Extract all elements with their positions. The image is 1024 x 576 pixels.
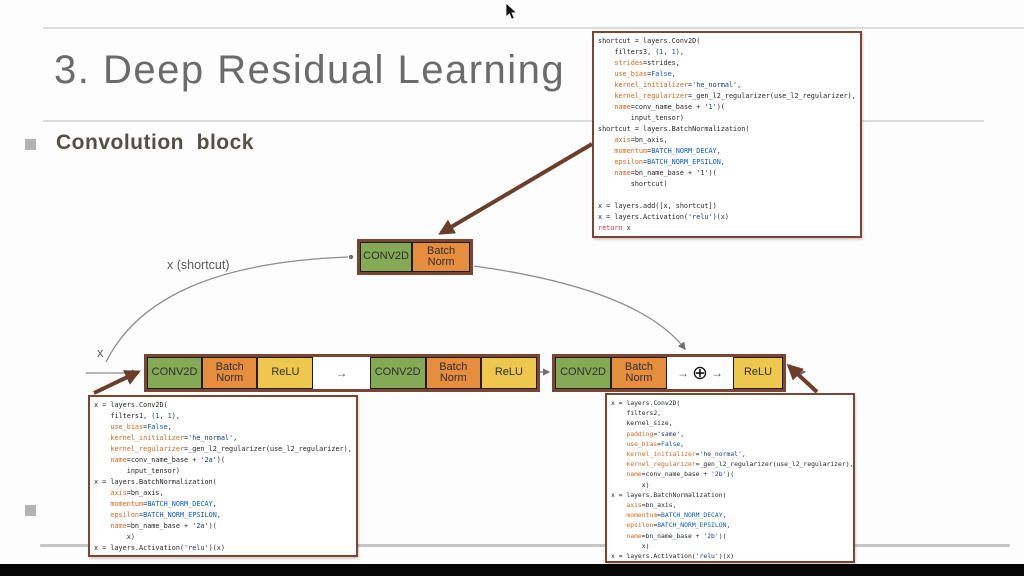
- batchnorm-block-1: Batch Norm: [202, 357, 258, 389]
- flow-arrow-icon: →: [677, 365, 690, 380]
- conv2d-block-2: CONV2D: [369, 357, 426, 389]
- main-block-group-2: CONV2D Batch Norm → ⊕ → ReLU: [552, 354, 786, 392]
- main-block-group-1: CONV2D Batch Norm ReLU → CONV2D Batch No…: [144, 354, 540, 392]
- relu-block-1: ReLU: [257, 357, 314, 389]
- shortcut-path-label: x (shortcut): [167, 258, 230, 272]
- bullet-square-icon-2: [25, 505, 36, 516]
- flow-arrow-icon: →: [335, 365, 348, 380]
- callout-arrow-conv2b: [786, 363, 819, 394]
- batchnorm-block-3: Batch Norm: [611, 357, 667, 389]
- letterbox-bar: [0, 564, 1024, 576]
- callout-arrow-conv2a: [93, 370, 141, 395]
- shortcut-curve-right: [473, 265, 686, 351]
- shortcut-batchnorm-block: Batch Norm: [412, 242, 470, 272]
- slide-top-rule: [43, 27, 1024, 29]
- slide-bottom-edge: [40, 544, 1010, 547]
- mouse-cursor-icon: [505, 2, 518, 20]
- flow-gap-cell: →: [313, 357, 370, 389]
- shortcut-block-group: CONV2D Batch Norm: [357, 239, 473, 275]
- code-box-shortcut-branch: shortcut = layers.Conv2D( filters3, (1, …: [592, 31, 862, 238]
- section-title: Convolution block: [56, 131, 254, 154]
- bullet-square-icon: [25, 139, 36, 150]
- batchnorm-block-2: Batch Norm: [425, 357, 481, 389]
- conv2d-block-1: CONV2D: [147, 357, 203, 389]
- input-x-label: x: [97, 345, 104, 360]
- shortcut-curve-endpoint-dot: [348, 254, 354, 260]
- title-separator-rule: [43, 120, 984, 122]
- shortcut-conv2d-block: CONV2D: [360, 242, 413, 272]
- callout-arrow-shortcut: [438, 142, 594, 235]
- code-box-conv-2a: x = layers.Conv2D( filters1, (1, 1), use…: [88, 395, 358, 557]
- conv2d-block-3: CONV2D: [555, 357, 611, 389]
- add-cell: → ⊕ →: [667, 357, 733, 389]
- page-title: 3. Deep Residual Learning: [54, 48, 566, 92]
- code-box-conv-2b: x = layers.Conv2D( filters2, kernel_size…: [605, 393, 855, 563]
- shortcut-curve-left: [105, 256, 349, 363]
- add-operator-icon: ⊕: [692, 362, 708, 384]
- flow-arrow-icon: →: [710, 365, 723, 380]
- relu-block-2: ReLU: [480, 357, 537, 389]
- relu-block-3: ReLU: [733, 357, 783, 389]
